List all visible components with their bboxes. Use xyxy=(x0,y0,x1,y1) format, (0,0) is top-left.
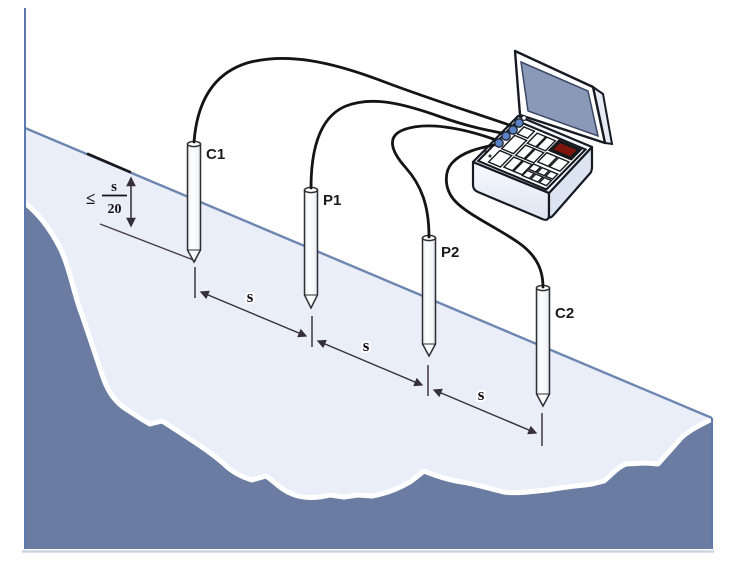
cable-p2 xyxy=(391,124,498,239)
meter-key xyxy=(516,145,534,159)
meter-display-screen xyxy=(553,142,577,157)
meter-key xyxy=(537,168,549,176)
meter-key xyxy=(538,153,557,167)
meter-screen xyxy=(520,60,600,138)
depth-label-denominator: 20 xyxy=(108,202,122,217)
meter-indicator-dot xyxy=(488,154,492,158)
electrode-p2 xyxy=(421,234,437,358)
meter-key xyxy=(537,137,555,151)
spacing-label-3: s xyxy=(478,385,485,404)
depth-reference-line xyxy=(99,223,197,262)
meter-indicator-dot xyxy=(483,149,487,153)
terminal-post xyxy=(508,125,518,135)
electrode-p1 xyxy=(303,186,319,310)
spacing-label-2: s xyxy=(363,336,370,355)
spacing-label-1: s xyxy=(247,287,254,306)
spacing-arrow-2 xyxy=(316,339,424,387)
meter-key xyxy=(525,149,543,163)
spacing-dimensions: s s s xyxy=(194,267,543,446)
electrodes xyxy=(186,140,551,408)
terminal-posts xyxy=(494,114,528,148)
electrode-label-c2: C2 xyxy=(555,305,574,322)
meter-key xyxy=(517,127,534,138)
meter-key xyxy=(489,151,512,167)
meter-key xyxy=(522,170,534,178)
meter-key xyxy=(504,157,522,171)
terminal-post xyxy=(494,138,504,148)
terminal-post xyxy=(501,131,511,141)
electrode-label-p2: P2 xyxy=(441,244,459,261)
cable-c1 xyxy=(192,57,514,144)
meter-key xyxy=(550,158,569,172)
electrode-label-c1: C1 xyxy=(206,146,225,163)
terminal-post xyxy=(514,118,524,128)
depth-label-operator: ≤ xyxy=(86,189,95,208)
resistivity-meter xyxy=(473,51,612,220)
soil-boundary-fringe xyxy=(22,200,715,500)
meter-key xyxy=(539,178,551,186)
spacing-arrow-1 xyxy=(199,290,308,338)
cable-c2 xyxy=(444,142,545,289)
depth-label-numerator: s xyxy=(111,179,117,195)
meter-key xyxy=(527,133,545,147)
electrode-c2 xyxy=(535,284,551,408)
meter-keypad xyxy=(478,121,585,190)
depth-label: ≤ s 20 xyxy=(86,179,127,217)
meter-key xyxy=(546,171,558,179)
cable-p1 xyxy=(309,99,509,190)
meter-key xyxy=(529,164,541,172)
depth-annotation: ≤ s 20 xyxy=(86,152,197,262)
subsoil-layer xyxy=(25,203,712,549)
electrode-label-p1: P1 xyxy=(323,192,341,209)
meter-key xyxy=(514,161,532,175)
ground-cross-section xyxy=(22,8,715,553)
meter-key xyxy=(502,135,527,153)
terminal-post-small xyxy=(520,114,528,122)
electrode-c1 xyxy=(186,140,202,264)
meter-key xyxy=(531,174,543,182)
meter-base-right-face xyxy=(547,145,594,219)
spacing-arrow-3 xyxy=(432,388,538,435)
cables xyxy=(192,57,545,289)
depth-surface-mark xyxy=(86,152,132,174)
ground-surface-line xyxy=(24,126,713,420)
